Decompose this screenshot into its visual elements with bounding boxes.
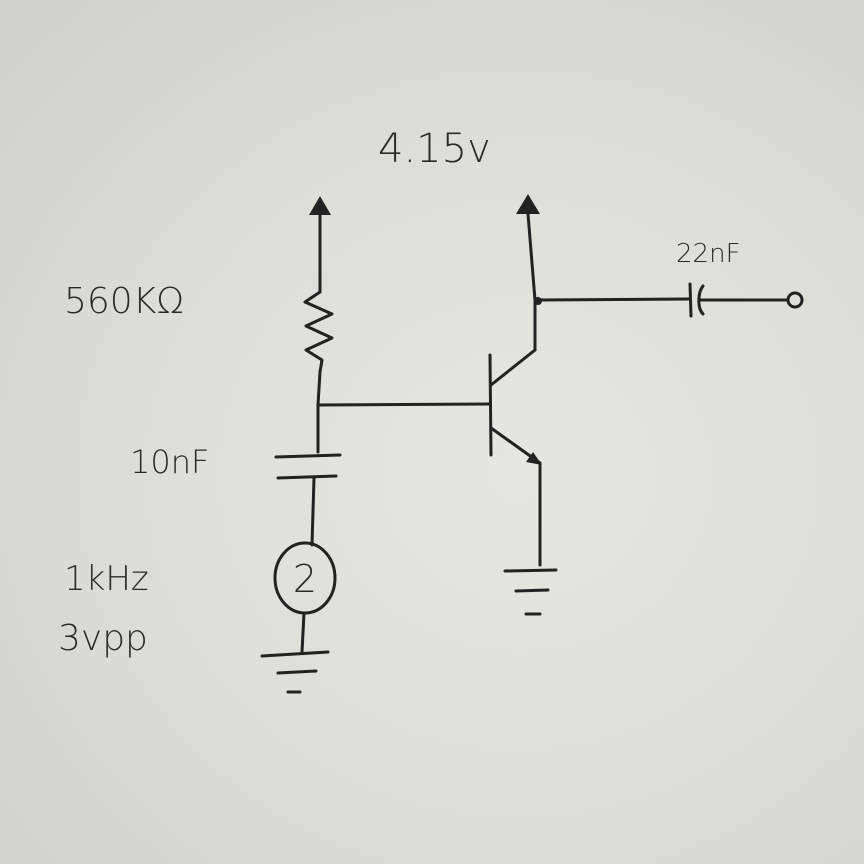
output-capacitor-label: 22nF	[676, 239, 741, 269]
right-supply-arrow	[516, 194, 540, 352]
ac-source: 2	[273, 541, 337, 654]
source-ground-icon	[260, 650, 330, 694]
bias-resistor	[303, 290, 334, 407]
frequency-label: 1kHz	[64, 559, 149, 599]
emitter-ground-icon	[503, 568, 558, 616]
base-wire	[316, 402, 492, 407]
left-supply-arrow	[309, 196, 331, 294]
input-capacitor-label: 10nF	[130, 443, 209, 481]
output-network	[534, 282, 804, 318]
source-symbol: 2	[293, 557, 317, 601]
output-terminal	[786, 291, 804, 309]
npn-transistor	[488, 348, 542, 465]
resistor-label: 560KΩ	[64, 281, 184, 322]
input-capacitor	[274, 453, 342, 547]
amplitude-label: 3vpp	[58, 618, 148, 659]
supply-voltage-label: 4.15v	[378, 126, 491, 172]
